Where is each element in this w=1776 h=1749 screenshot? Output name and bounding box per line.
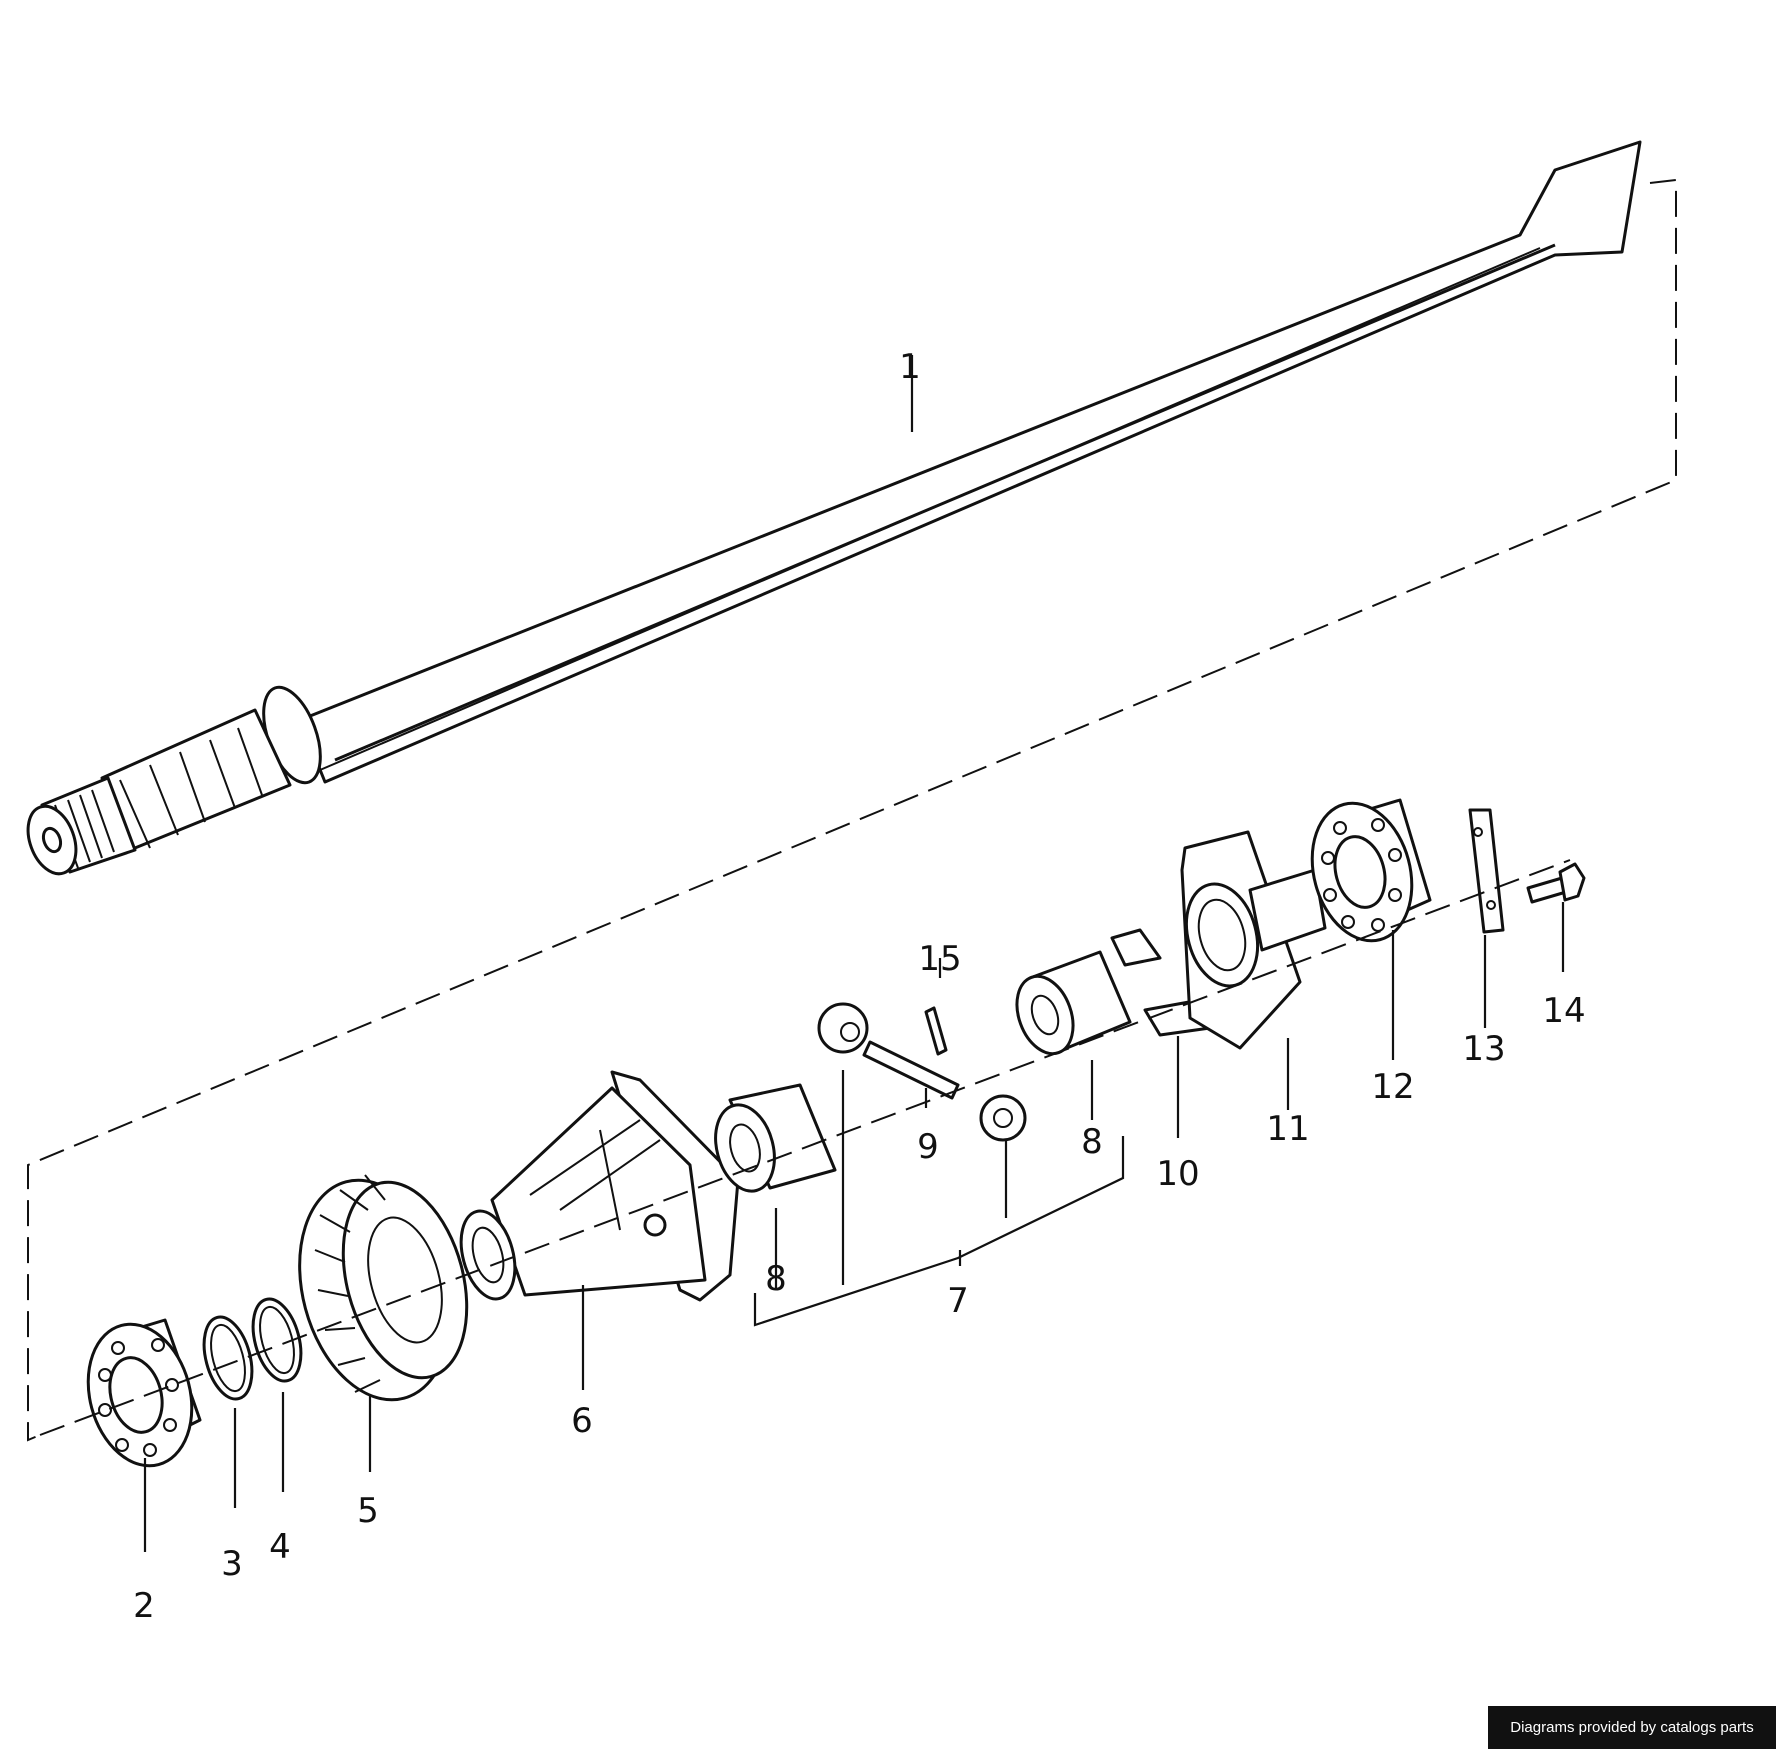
lock-pin xyxy=(924,1006,948,1056)
callout-1: 1 xyxy=(899,347,921,387)
pinion-gear-upper xyxy=(817,1002,869,1054)
assembly-boundary xyxy=(27,178,1677,1442)
shim-4 xyxy=(251,1297,303,1383)
pinion-gear-lower xyxy=(979,1094,1027,1142)
callout-12: 12 xyxy=(1371,1067,1414,1107)
bearing-right xyxy=(1310,798,1432,943)
callout-11: 11 xyxy=(1266,1109,1309,1149)
leader-lines xyxy=(143,355,1565,1552)
pinion-shaft xyxy=(862,1040,960,1100)
ring-gear xyxy=(298,1174,469,1402)
callout-6: 6 xyxy=(571,1401,593,1441)
callout-8b: 8 xyxy=(1081,1122,1103,1162)
callout-4: 4 xyxy=(269,1527,291,1567)
hex-bolt xyxy=(1526,862,1586,904)
side-gear-left xyxy=(714,1083,837,1193)
lock-plate xyxy=(1468,808,1505,934)
callout-15: 15 xyxy=(918,939,961,979)
callout-14: 14 xyxy=(1542,991,1585,1031)
callout-13: 13 xyxy=(1462,1029,1505,1069)
credit-banner: Diagrams provided by catalogs parts xyxy=(1488,1706,1776,1749)
callout-7: 7 xyxy=(947,1281,969,1321)
callout-10: 10 xyxy=(1156,1154,1199,1194)
callout-8a: 8 xyxy=(765,1259,787,1299)
assembly-axis xyxy=(39,859,1571,1436)
shim-3 xyxy=(202,1315,254,1401)
callout-9: 9 xyxy=(917,1127,939,1167)
differential-housing xyxy=(459,1070,740,1302)
callout-labels: 1 2 3 4 5 6 7 8 8 9 10 11 12 13 14 15 xyxy=(133,347,1585,1626)
callout-2: 2 xyxy=(133,1586,155,1626)
bearing-left xyxy=(86,1318,202,1468)
callout-3: 3 xyxy=(221,1544,243,1584)
axle-shaft xyxy=(26,140,1642,876)
bearing-flange xyxy=(1180,830,1327,1050)
side-gear-right xyxy=(1015,950,1132,1056)
callout-5: 5 xyxy=(357,1491,379,1531)
